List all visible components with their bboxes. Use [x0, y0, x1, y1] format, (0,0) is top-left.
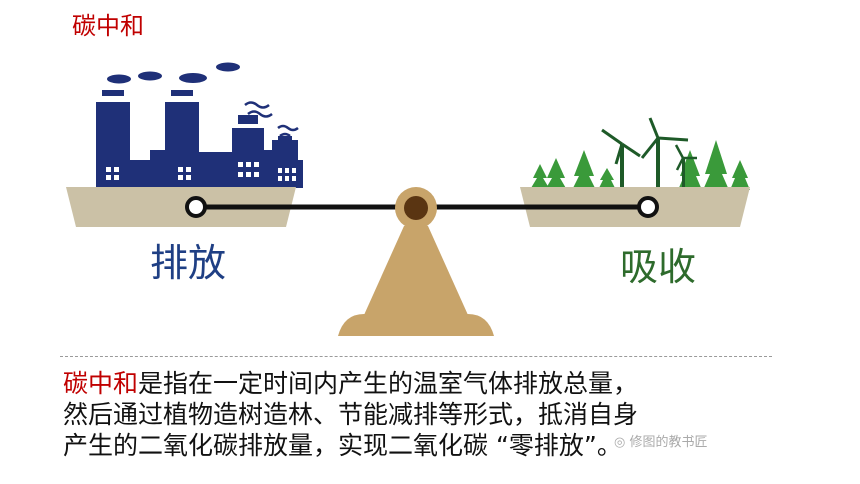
paragraph-line-2: 然后通过植物造树造林、节能减排等形式，抵消自身	[63, 400, 639, 429]
dashed-divider	[60, 356, 772, 357]
cloud-icon	[107, 62, 240, 84]
wechat-icon: ◎	[614, 435, 626, 450]
tree-icon	[531, 140, 750, 190]
paragraph-line-1: 碳中和是指在一定时间内产生的温室气体排放总量，	[63, 369, 639, 398]
scale-stand	[364, 226, 468, 315]
left-pan	[66, 187, 296, 227]
watermark: ◎ 修图的教书匠	[614, 435, 708, 450]
smoke-icon	[244, 101, 299, 138]
paragraph-line-3: 产生的二氧化碳排放量，实现二氧化碳 “零排放”。	[63, 431, 622, 460]
absorption-label: 吸收	[620, 245, 697, 289]
definition-paragraph: 碳中和是指在一定时间内产生的温室气体排放总量， 然后通过植物造树造林、节能减排等…	[63, 368, 803, 461]
highlight-term: 碳中和	[63, 369, 139, 398]
balance-scale-illustration	[66, 62, 750, 336]
wind-turbine-icon	[601, 117, 697, 190]
factory-icon	[94, 90, 303, 188]
page-title: 碳中和	[72, 12, 144, 40]
emission-label: 排放	[150, 241, 227, 285]
